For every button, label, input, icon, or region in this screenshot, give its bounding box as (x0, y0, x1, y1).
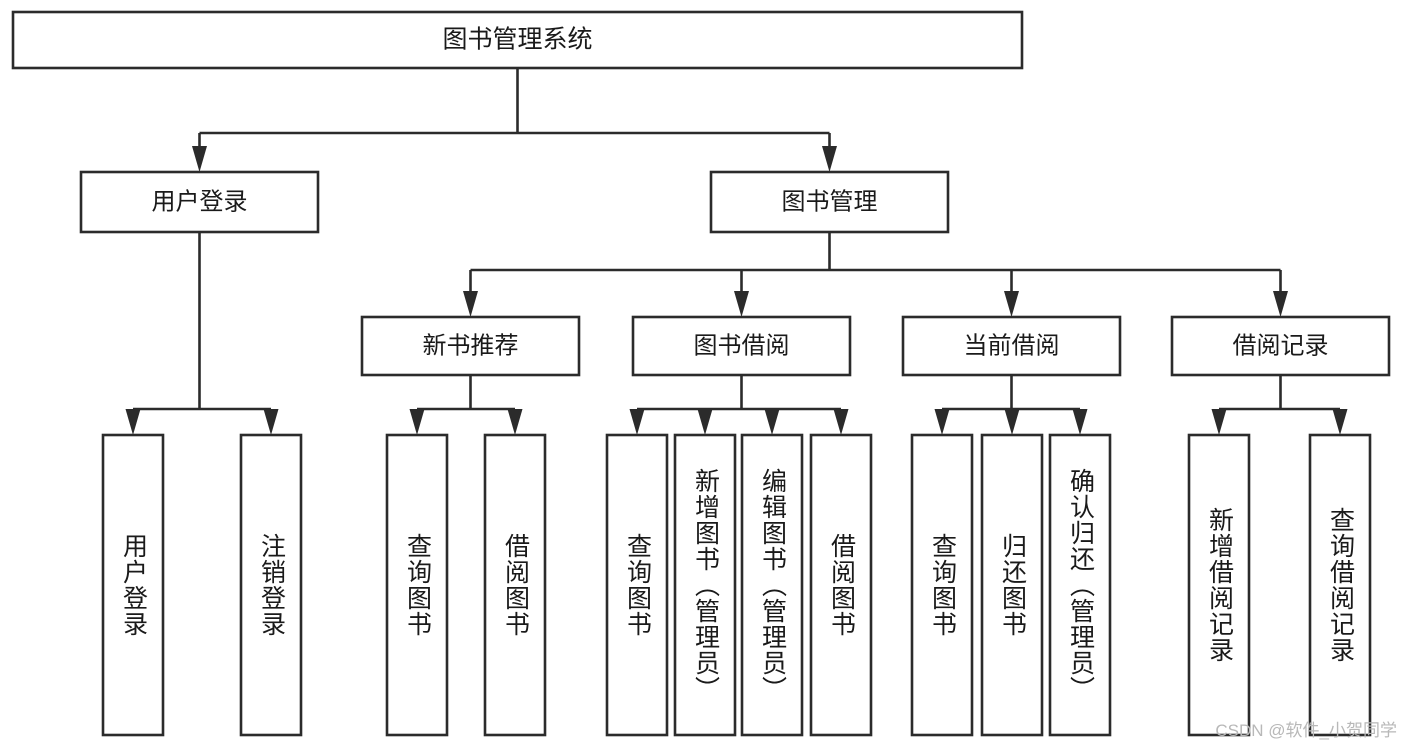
leaf-node-box-3[interactable] (483, 433, 547, 737)
connector-lines (125, 68, 1348, 435)
csdn-watermark: CSDN @软件_小贺同学 (1215, 721, 1397, 740)
level3-node-label-1: 图书借阅 (694, 332, 790, 359)
level2-arrow-1-head (822, 146, 837, 172)
level2-node-label-1: 图书管理 (782, 188, 878, 215)
leaf-node-box-1[interactable] (239, 433, 303, 737)
leaf-node-box-11[interactable] (1187, 433, 1251, 737)
level3-node-box-1[interactable] (631, 315, 852, 377)
leaf-arrow-3-head (507, 409, 523, 435)
leaf-arrow-6-head (764, 409, 780, 435)
leaf-node-box-2[interactable] (385, 433, 449, 737)
level3-node-label-2: 当前借阅 (964, 332, 1060, 359)
leaf-arrow-4-head (629, 409, 645, 435)
leaf-node-box-4[interactable] (605, 433, 669, 737)
node-boxes (11, 10, 1391, 737)
leaf-node-box-8[interactable] (910, 433, 974, 737)
leaf-node-box-5[interactable] (673, 433, 737, 737)
level3-node-label-3: 借阅记录 (1233, 332, 1329, 359)
leaf-node-box-6[interactable] (740, 433, 804, 737)
leaf-arrow-7-head (833, 409, 849, 435)
leaf-node-box-0[interactable] (101, 433, 165, 737)
level3-node-box-0[interactable] (360, 315, 581, 377)
root-node-label: 图书管理系统 (442, 26, 592, 54)
leaf-arrow-8-head (934, 409, 950, 435)
level2-node-label-0: 用户登录 (152, 188, 248, 215)
leaf-arrow-10-head (1072, 409, 1088, 435)
level3-arrow-1-head (734, 291, 749, 317)
leaf-arrow-11-head (1211, 409, 1227, 435)
leaf-arrow-2-head (409, 409, 425, 435)
level3-node-label-0: 新书推荐 (423, 332, 519, 359)
leaf-node-box-12[interactable] (1308, 433, 1372, 737)
level2-node-box-0[interactable] (79, 170, 320, 234)
root-node-box[interactable] (11, 10, 1024, 70)
level2-node-box-1[interactable] (709, 170, 950, 234)
leaf-arrow-12-head (1332, 409, 1348, 435)
leaf-arrow-1-head (263, 409, 279, 435)
level3-arrow-2-head (1004, 291, 1019, 317)
level3-node-box-3[interactable] (1170, 315, 1391, 377)
leaf-arrow-9-head (1004, 409, 1020, 435)
level3-arrow-3-head (1273, 291, 1288, 317)
leaf-arrow-0-head (125, 409, 141, 435)
level3-node-box-2[interactable] (901, 315, 1122, 377)
leaf-arrow-5-head (697, 409, 713, 435)
level2-arrow-0-head (192, 146, 207, 172)
level3-arrow-0-head (463, 291, 478, 317)
leaf-node-box-9[interactable] (980, 433, 1044, 737)
leaf-node-box-10[interactable] (1048, 433, 1112, 737)
leaf-node-box-7[interactable] (809, 433, 873, 737)
